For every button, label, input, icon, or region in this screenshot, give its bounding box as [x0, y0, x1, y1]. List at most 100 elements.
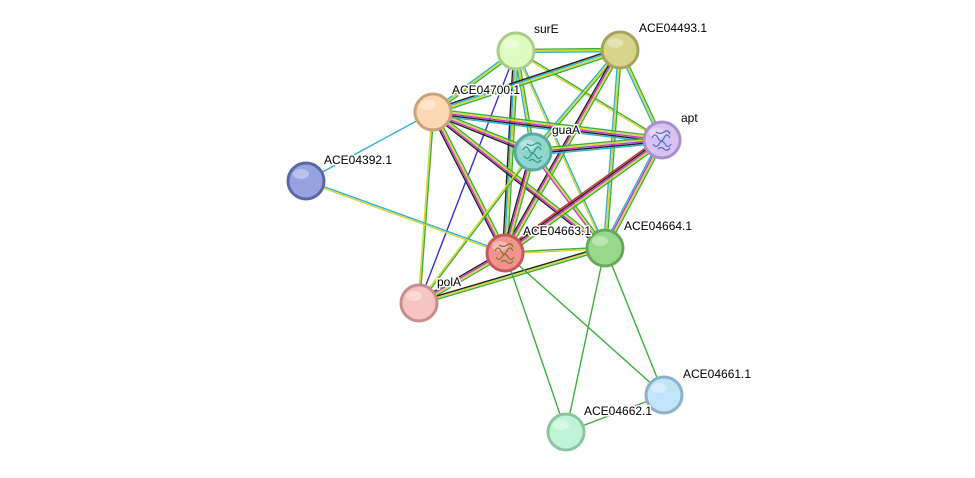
node-highlight: [503, 39, 519, 49]
node-circle[interactable]: [600, 30, 640, 70]
edge-line: [532, 136, 662, 150]
node-label-halo: ACE04661.1: [683, 367, 751, 381]
edge-ACE04493.1-ACE04700.1: [432, 47, 621, 115]
node-label-halo: ACE04662.1: [584, 404, 652, 418]
edge-line: [602, 49, 620, 248]
edge-line: [432, 112, 662, 143]
edge-line: [565, 247, 606, 433]
edge-guaA-apt: [532, 136, 663, 156]
structure-strand: [652, 140, 672, 148]
protein-structure-icon: [651, 130, 672, 151]
edge-ACE04663.1-ACE04661.1: [504, 252, 665, 396]
edge-guaA-ACE04664.1: [531, 150, 607, 250]
edge-line: [430, 112, 504, 255]
node-circle[interactable]: [399, 283, 439, 323]
protein-structure-icon: [494, 243, 515, 264]
node-ACE04493.1[interactable]: [600, 30, 640, 70]
node-label-halo: ACE04392.1: [324, 153, 392, 167]
node-surE[interactable]: [496, 31, 536, 71]
edge-line: [431, 113, 604, 251]
node-ACE04700.1[interactable]: [413, 92, 453, 132]
edge-line: [504, 139, 663, 254]
edge-line: [533, 142, 663, 156]
edge-line: [417, 151, 533, 303]
edge-line: [432, 114, 662, 144]
edge-line: [432, 112, 605, 250]
edge-ACE04493.1-ACE04664.1: [602, 49, 623, 249]
node-ACE04663.1[interactable]: [485, 233, 525, 273]
node-polA[interactable]: [399, 283, 439, 323]
node-circle[interactable]: [546, 412, 586, 452]
node-label: ACE04664.1: [624, 219, 692, 233]
structure-strand: [651, 134, 671, 142]
structure-strand: [522, 146, 542, 154]
structure-strand: [526, 142, 542, 147]
edge-line: [433, 109, 663, 140]
node-ACE04662.1[interactable]: [546, 412, 586, 452]
node-circle[interactable]: [644, 375, 684, 415]
edge-line: [432, 48, 620, 112]
node-label: ACE04663.1: [523, 224, 591, 238]
node-label-halo: ACE04700.1: [452, 83, 520, 97]
structure-strand: [655, 130, 671, 135]
edge-line: [417, 111, 433, 303]
edge-line: [604, 247, 665, 396]
node-ACE04661.1[interactable]: [644, 375, 684, 415]
node-highlight: [651, 383, 667, 393]
structure-strand: [523, 152, 543, 160]
node-label-halo: ACE04664.1: [624, 219, 692, 233]
edge-line: [433, 110, 606, 248]
edge-line: [605, 140, 664, 249]
edge-line: [434, 109, 607, 247]
nodes-layer: [286, 30, 684, 452]
node-label: ACE04662.1: [584, 404, 652, 418]
edge-line: [433, 108, 663, 138]
node-circle[interactable]: [286, 161, 326, 201]
edge-line: [606, 140, 665, 250]
node-circle[interactable]: [496, 31, 536, 71]
node-highlight: [293, 169, 309, 179]
edge-line: [532, 137, 662, 152]
edge-line: [504, 252, 567, 433]
edge-ACE04392.1-ACE04663.1: [305, 179, 506, 255]
node-label-halo: surE: [534, 22, 559, 36]
node-highlight: [592, 236, 608, 246]
node-circle[interactable]: [413, 92, 453, 132]
node-apt[interactable]: [642, 120, 682, 160]
structure-strand: [498, 243, 514, 248]
edge-ACE04663.1-ACE04662.1: [504, 252, 567, 433]
node-guaA[interactable]: [513, 132, 553, 172]
edge-ACE04664.1-ACE04662.1: [565, 247, 606, 433]
edge-line: [305, 111, 434, 182]
edge-line: [506, 142, 665, 257]
edge-line: [419, 152, 535, 304]
edge-ACE04700.1-polA: [417, 111, 435, 304]
node-ACE04664.1[interactable]: [585, 228, 625, 268]
edge-ACE04664.1-ACE04661.1: [604, 247, 665, 396]
node-circle[interactable]: [585, 228, 625, 268]
node-highlight: [607, 38, 623, 48]
edge-line: [532, 49, 621, 153]
structure-strand: [528, 158, 542, 163]
edge-line: [433, 51, 621, 115]
edge-line: [504, 252, 665, 396]
edge-ACE04700.1-ACE04664.1: [431, 109, 607, 251]
edge-guaA-polA: [417, 151, 535, 304]
edge-line: [533, 140, 663, 155]
node-label: ACE04392.1: [324, 153, 392, 167]
edge-ACE04700.1-apt: [432, 108, 663, 144]
node-label: surE: [534, 22, 559, 36]
structure-strand: [495, 253, 515, 261]
edge-line: [431, 112, 505, 254]
edge-line: [502, 136, 661, 251]
structure-strand: [494, 247, 514, 255]
edge-line: [603, 139, 662, 248]
node-label: apt: [681, 111, 698, 125]
node-label: ACE04493.1: [639, 21, 707, 35]
structure-strand: [500, 259, 514, 264]
edge-apt-ACE04663.1: [502, 136, 665, 257]
edge-line: [419, 112, 435, 304]
node-ACE04392.1[interactable]: [286, 161, 326, 201]
edge-line: [432, 111, 663, 141]
